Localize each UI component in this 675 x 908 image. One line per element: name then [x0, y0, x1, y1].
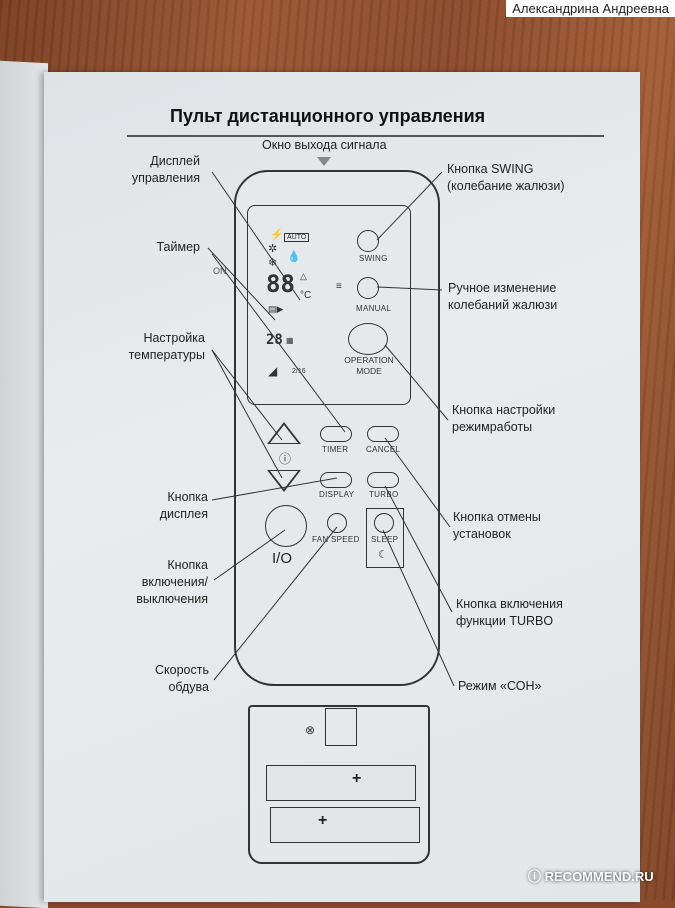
manual-button[interactable] — [357, 277, 379, 299]
leader-fan-speed — [213, 526, 338, 681]
timer-label: Таймер — [156, 240, 200, 254]
leader-power — [213, 529, 286, 581]
leader-display-control — [211, 171, 301, 301]
operation-mode-button[interactable] — [348, 323, 388, 355]
display-button[interactable] — [320, 472, 352, 488]
snowflake-icon: ❄ — [268, 257, 278, 269]
leader-cancel — [384, 437, 451, 528]
turbo-button[interactable] — [367, 472, 399, 488]
sleep-mode-label: Режим «СОН» — [458, 679, 542, 693]
leader-swing — [376, 171, 443, 241]
signal-window-label: Окно выхода сигнала — [262, 138, 387, 152]
title-rule — [127, 135, 604, 137]
thermometer-icon: ⓘ — [279, 452, 292, 466]
battery-bottom-plus-icon: + — [318, 812, 328, 829]
recommend-logo-icon: ⓘ — [528, 869, 545, 884]
fan-speed-button[interactable] — [327, 513, 347, 533]
swing-button-text: SWING — [359, 254, 388, 263]
power-button[interactable] — [265, 505, 307, 547]
lightning-icon: ⚡ — [270, 229, 284, 241]
site-watermark: ⓘ RECOMMEND.RU — [528, 866, 654, 885]
cancel-button-text: CANCEL — [366, 445, 401, 454]
timer-button-text: TIMER — [322, 445, 349, 454]
leader-sleep — [382, 529, 455, 687]
manual-button-text: MANUAL — [356, 304, 392, 313]
battery-top — [266, 765, 416, 801]
page-title: Пульт дистанционного управления — [170, 106, 486, 126]
leader-mode — [384, 344, 449, 421]
drop-icon: 💧 — [287, 251, 301, 263]
swing-wave-icon: ≡ — [336, 281, 342, 292]
signal-arrow-icon — [317, 157, 331, 166]
lcd-small-readout: 2/16 — [292, 368, 306, 375]
temp-down-inner — [270, 471, 298, 489]
leader-timer-1 — [207, 247, 276, 321]
swing-button-label: Кнопка SWING(колебание жалюзи) — [447, 162, 565, 193]
lcd-screen — [247, 205, 411, 405]
sleep-button-text: SLEEP — [371, 535, 399, 544]
fan-speed-button-text: FAN SPEED — [312, 535, 360, 544]
battery-top-plus-icon: + — [352, 770, 362, 787]
screw-icon: ⊗ — [305, 723, 316, 737]
leader-manual — [376, 286, 443, 291]
clock-icon: ▦ — [286, 336, 294, 345]
battery-latch — [325, 708, 357, 746]
sleep-box — [366, 508, 404, 568]
leader-turbo — [384, 485, 453, 613]
temp-up-inner — [270, 425, 298, 443]
battery-compartment — [248, 705, 430, 864]
lcd-on-label: ON — [213, 266, 227, 276]
lcd-celsius: °C — [300, 290, 312, 301]
swing-button[interactable] — [357, 230, 379, 252]
lcd-temp-digits: 88 — [266, 270, 295, 298]
fan-icon: ✲ — [268, 243, 278, 255]
fan-level-icon: ◢ — [268, 364, 278, 378]
turbo-button-text: TURBO — [369, 490, 399, 499]
cancel-button[interactable] — [367, 426, 399, 442]
display-button-text: DISPLAY — [319, 490, 355, 499]
leader-display-button — [211, 477, 338, 501]
leader-temp-up — [211, 349, 283, 441]
leader-timer-2 — [211, 253, 346, 433]
leader-temp-down — [211, 349, 283, 479]
moon-icon: ☾ — [378, 549, 388, 561]
power-button-text: I/O — [272, 550, 293, 567]
sun-icon: △ — [300, 271, 307, 281]
battery-bottom — [270, 807, 420, 843]
swing-indicator-icon: ▤▶ — [268, 304, 284, 314]
lcd-auto-badge: AUTO — [284, 233, 310, 242]
author-watermark: Александрина Андреевна — [506, 0, 675, 17]
site-watermark-text: RECOMMEND.RU — [544, 869, 654, 884]
